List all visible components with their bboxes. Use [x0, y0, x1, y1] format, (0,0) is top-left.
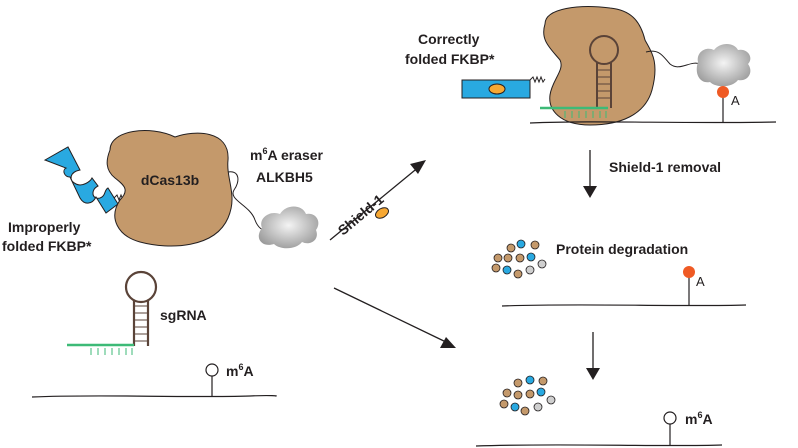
m6a-label-bottom: m6A — [685, 410, 713, 427]
arrowhead-up — [410, 160, 426, 174]
linker-top — [529, 75, 546, 84]
left-panel: dCas13b m6A eraser ALKBH5 Improperly fol… — [2, 130, 324, 398]
m6a-mark-active-middle — [683, 266, 695, 278]
arrowhead-down-right — [440, 337, 456, 348]
mrna-bottom — [475, 444, 723, 447]
removal-label: Shield-1 removal — [609, 159, 721, 175]
shield-arrow: Shield-1 — [329, 160, 426, 241]
a-label-top: A — [731, 93, 740, 108]
improper-label-line1: Improperly — [8, 219, 81, 235]
mrna-left — [31, 394, 277, 398]
removal-arrow — [583, 150, 597, 198]
degraded-protein-cluster-bottom — [499, 375, 556, 416]
top-right-panel: Correctly folded FKBP* — [405, 6, 777, 126]
improper-label-line2: folded FKBP* — [2, 238, 92, 254]
sgrna-label: sgRNA — [160, 307, 207, 323]
shield1-molecule — [375, 207, 389, 219]
m6a-label-left: m6A — [226, 362, 254, 379]
bottom-right-panel: m6A — [475, 375, 723, 447]
m6a-mark-bottom — [663, 411, 677, 425]
alkbh5-cloud — [258, 206, 319, 249]
sgrna-hairpin — [67, 270, 158, 355]
degraded-protein-cluster — [491, 239, 547, 279]
m6a-mark-active-top — [717, 86, 729, 98]
mrna-middle — [501, 304, 747, 307]
improper-fkbp-shape — [43, 146, 119, 214]
middle-right-panel: Protein degradation A — [491, 239, 747, 307]
dcas13b-body — [106, 130, 233, 247]
m6a-mark-left — [205, 363, 219, 377]
dcas13b-body-top — [543, 6, 656, 126]
alkbh5-cloud-top — [696, 44, 751, 87]
correct-label-line1: Correctly — [418, 31, 480, 47]
degradation-label: Protein degradation — [556, 241, 688, 257]
dcas13b-label: dCas13b — [141, 172, 199, 188]
mrna-top — [529, 121, 777, 124]
eraser-label-line2: ALKBH5 — [256, 169, 313, 185]
eraser-label-line1: m6A eraser — [250, 146, 324, 163]
down-arrow-2 — [586, 332, 600, 380]
tether-left — [227, 171, 269, 233]
direct-arrow — [333, 287, 456, 348]
bound-shield1 — [488, 83, 506, 95]
correct-label-line2: folded FKBP* — [405, 51, 495, 67]
a-label-middle: A — [696, 274, 705, 289]
